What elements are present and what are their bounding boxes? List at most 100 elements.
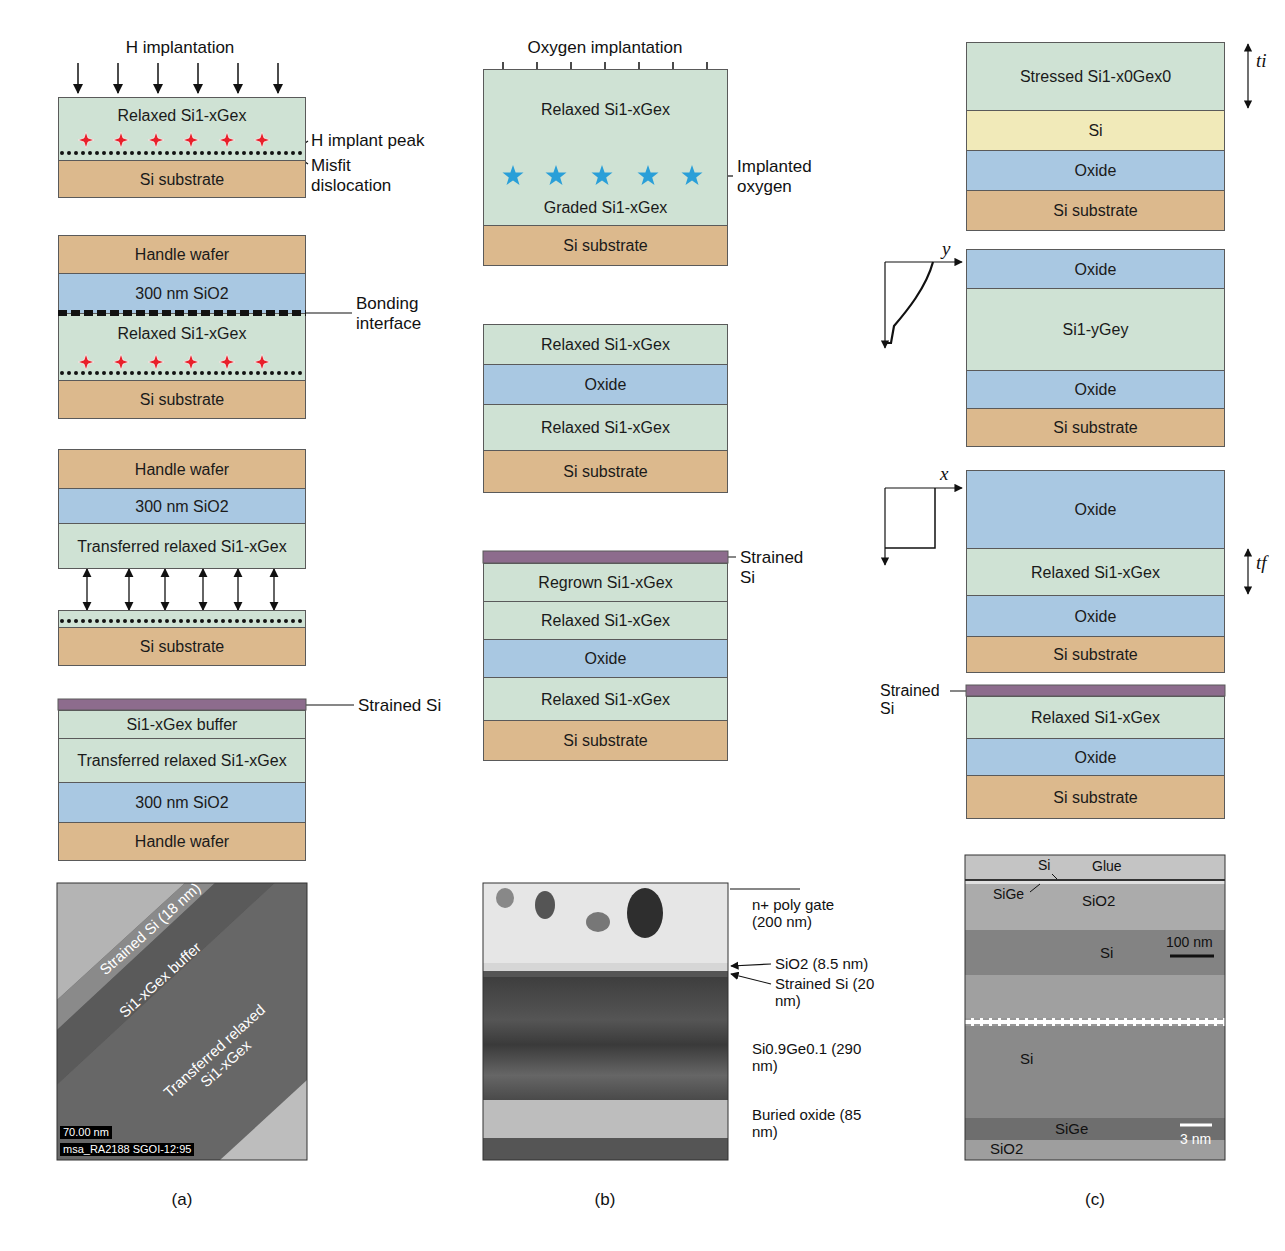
- callout-label: Misfit dislocation: [311, 156, 406, 195]
- callout-label: Bonding interface: [356, 294, 446, 333]
- break-line: [965, 1019, 1225, 1020]
- graph-curve: [885, 488, 935, 548]
- layer-label: Relaxed Si1-xGex: [541, 690, 670, 709]
- layer-box: Regrown Si1-xGex: [483, 563, 728, 602]
- layer-label: Si substrate: [1053, 645, 1137, 664]
- leader-line: [300, 704, 354, 705]
- layer-box: Handle wafer: [58, 235, 306, 274]
- leader-line: [306, 312, 352, 313]
- layer-box: Si substrate: [58, 380, 306, 419]
- layer-box: Oxide: [966, 370, 1225, 409]
- callout-label: x: [940, 463, 948, 485]
- callout-label: ti: [1256, 50, 1267, 72]
- layer-label: Regrown Si1-xGex: [538, 573, 672, 592]
- layer-box: Relaxed Si1-xGex: [966, 548, 1225, 596]
- layer-label: Oxide: [1075, 607, 1117, 626]
- tem-grain: [586, 912, 610, 932]
- layer-box: Si substrate: [483, 450, 728, 493]
- tem-region: [57, 883, 307, 1160]
- callout-label: Buried oxide (85 nm): [752, 1106, 872, 1141]
- layer-box: 300 nm SiO2: [58, 488, 306, 524]
- tem-frame: [57, 883, 307, 1160]
- layer-box: Si substrate: [483, 720, 728, 761]
- graph-axis: [885, 261, 962, 262]
- strained-si-layer: [483, 551, 728, 563]
- layer-box: Si substrate: [966, 190, 1225, 231]
- layer-box: Relaxed Si1-xGex: [483, 404, 728, 451]
- layer-label: Relaxed Si1-xGex: [1031, 563, 1160, 582]
- ge-profile-graph: [885, 262, 962, 348]
- graph-axis: [884, 488, 885, 565]
- callout-label: Strained Si: [358, 696, 441, 716]
- tem-region: [965, 1026, 1225, 1118]
- layer-box: Oxide: [966, 249, 1225, 289]
- callout-label: Oxygen implantation: [520, 38, 690, 58]
- layer-label: Handle wafer: [135, 460, 229, 479]
- callout-label: Si0.9Ge0.1 (290 nm): [752, 1040, 862, 1075]
- layer-label: Si: [1088, 121, 1102, 140]
- scale-bar: [1170, 955, 1214, 958]
- layer-label: Relaxed Si1-xGex: [541, 100, 670, 119]
- layer-label: Stressed Si1-x0Gex0: [1020, 67, 1171, 86]
- tem-region: [483, 1138, 728, 1160]
- layer-label: 300 nm SiO2: [135, 284, 228, 303]
- tem-region: [483, 971, 728, 977]
- thickness-arrow: [1247, 44, 1248, 108]
- callout-label: Si: [1020, 1050, 1033, 1067]
- layer-label: Si substrate: [140, 390, 224, 409]
- implant-arrow: [117, 63, 119, 93]
- separation-arrow: [86, 569, 87, 610]
- tem-background: [965, 855, 1225, 1160]
- implant-arrow: [237, 63, 239, 93]
- layer-box: Oxide: [966, 738, 1225, 776]
- leader-lines: [295, 141, 1010, 705]
- layer-label: Si substrate: [1053, 201, 1137, 220]
- layer-label: Relaxed Si1-xGex: [541, 418, 670, 437]
- tem-background: [57, 883, 307, 1160]
- scale-bar: [1180, 1124, 1212, 1127]
- leader-line: [1030, 884, 1040, 892]
- tem-frame: [483, 883, 728, 1160]
- layer-label: Handle wafer: [135, 245, 229, 264]
- callout-label: Si: [1100, 944, 1113, 961]
- implant-arrow: [277, 63, 279, 93]
- layer-label: Si substrate: [140, 170, 224, 189]
- layer-box: Oxide: [483, 364, 728, 405]
- layer-box: Relaxed Si1-xGex: [966, 696, 1225, 739]
- callout-label: Strained Si (20 nm): [775, 975, 875, 1010]
- layer-label: Oxide: [1075, 748, 1117, 767]
- layer-box: Si substrate: [58, 160, 306, 198]
- panel-label: (c): [1073, 1190, 1117, 1210]
- layer-box: Relaxed Si1-xGexGraded Si1-xGex: [483, 69, 728, 226]
- layer-label: Oxide: [1075, 161, 1117, 180]
- layer-label: Handle wafer: [135, 832, 229, 851]
- layer-box: Si: [966, 110, 1225, 151]
- layer-box: Handle wafer: [58, 449, 306, 489]
- layer-box: Si substrate: [58, 610, 306, 666]
- layer-box: Oxide: [483, 639, 728, 678]
- layer-box: Si substrate: [966, 775, 1225, 819]
- layer-label: Oxide: [1075, 500, 1117, 519]
- layer-box: 300 nm SiO2: [58, 782, 306, 823]
- layer-box: Si substrate: [966, 408, 1225, 447]
- tem-region: [220, 1080, 307, 1160]
- layer-label: Oxide: [585, 649, 627, 668]
- tem-region: [483, 977, 728, 1100]
- layer-label: Si substrate: [563, 462, 647, 481]
- tem-region: [965, 881, 1225, 884]
- separation-arrow: [237, 569, 238, 610]
- thickness-arrow: [1247, 549, 1248, 594]
- callout-label: 100 nm: [1166, 934, 1213, 950]
- graph-axis: [884, 262, 885, 348]
- tem-region: [965, 879, 1225, 881]
- tem-frame: [965, 855, 1225, 1160]
- implant-arrows: [78, 63, 278, 93]
- callout-label: SiGe: [1055, 1120, 1088, 1137]
- callout-label: 3 nm: [1180, 1131, 1211, 1147]
- tem-image: [483, 883, 728, 1160]
- layer-label: 300 nm SiO2: [135, 497, 228, 516]
- callout-label: SiO2: [990, 1140, 1023, 1157]
- tem-grain: [627, 888, 663, 938]
- leader-line: [1052, 874, 1057, 879]
- layer-box: Oxide: [966, 595, 1225, 637]
